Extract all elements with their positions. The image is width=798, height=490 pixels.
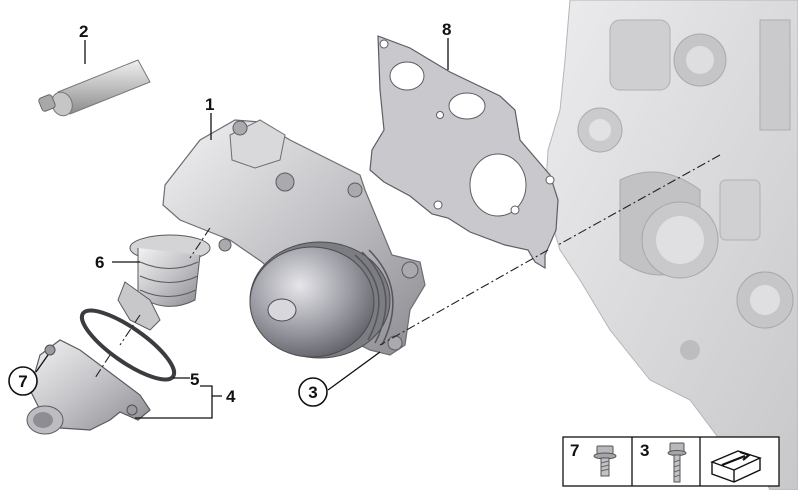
callouts: 2 1 8 6 5 4 7 3 [8, 20, 451, 407]
leader-lines [35, 38, 449, 419]
legend-item-7-number: 7 [570, 441, 579, 460]
sealant-tube [38, 59, 151, 117]
thermostat-housing [26, 339, 151, 435]
callout-8: 8 [442, 20, 451, 39]
callout-3: 3 [308, 383, 317, 402]
sealing-ring [79, 308, 177, 382]
legend-item-3-number: 3 [640, 441, 649, 460]
callout-1: 1 [205, 95, 214, 114]
callout-4: 4 [226, 387, 236, 406]
water-pump [162, 119, 426, 359]
engine-block [544, 0, 798, 490]
thermostat [117, 234, 211, 331]
callout-5: 5 [190, 370, 199, 389]
gasket [369, 35, 559, 270]
notice-arrow-icon [710, 450, 762, 483]
flange-bolt-icon [593, 445, 617, 477]
callout-3-circle [298, 377, 328, 407]
assembly-axes [94, 154, 721, 379]
callout-7: 7 [18, 372, 27, 391]
callout-7-circle [8, 366, 38, 396]
callout-6: 6 [95, 253, 104, 272]
callout-2: 2 [79, 22, 88, 41]
bolt-icon [667, 442, 687, 483]
fastener-legend: 7 3 [562, 436, 780, 487]
